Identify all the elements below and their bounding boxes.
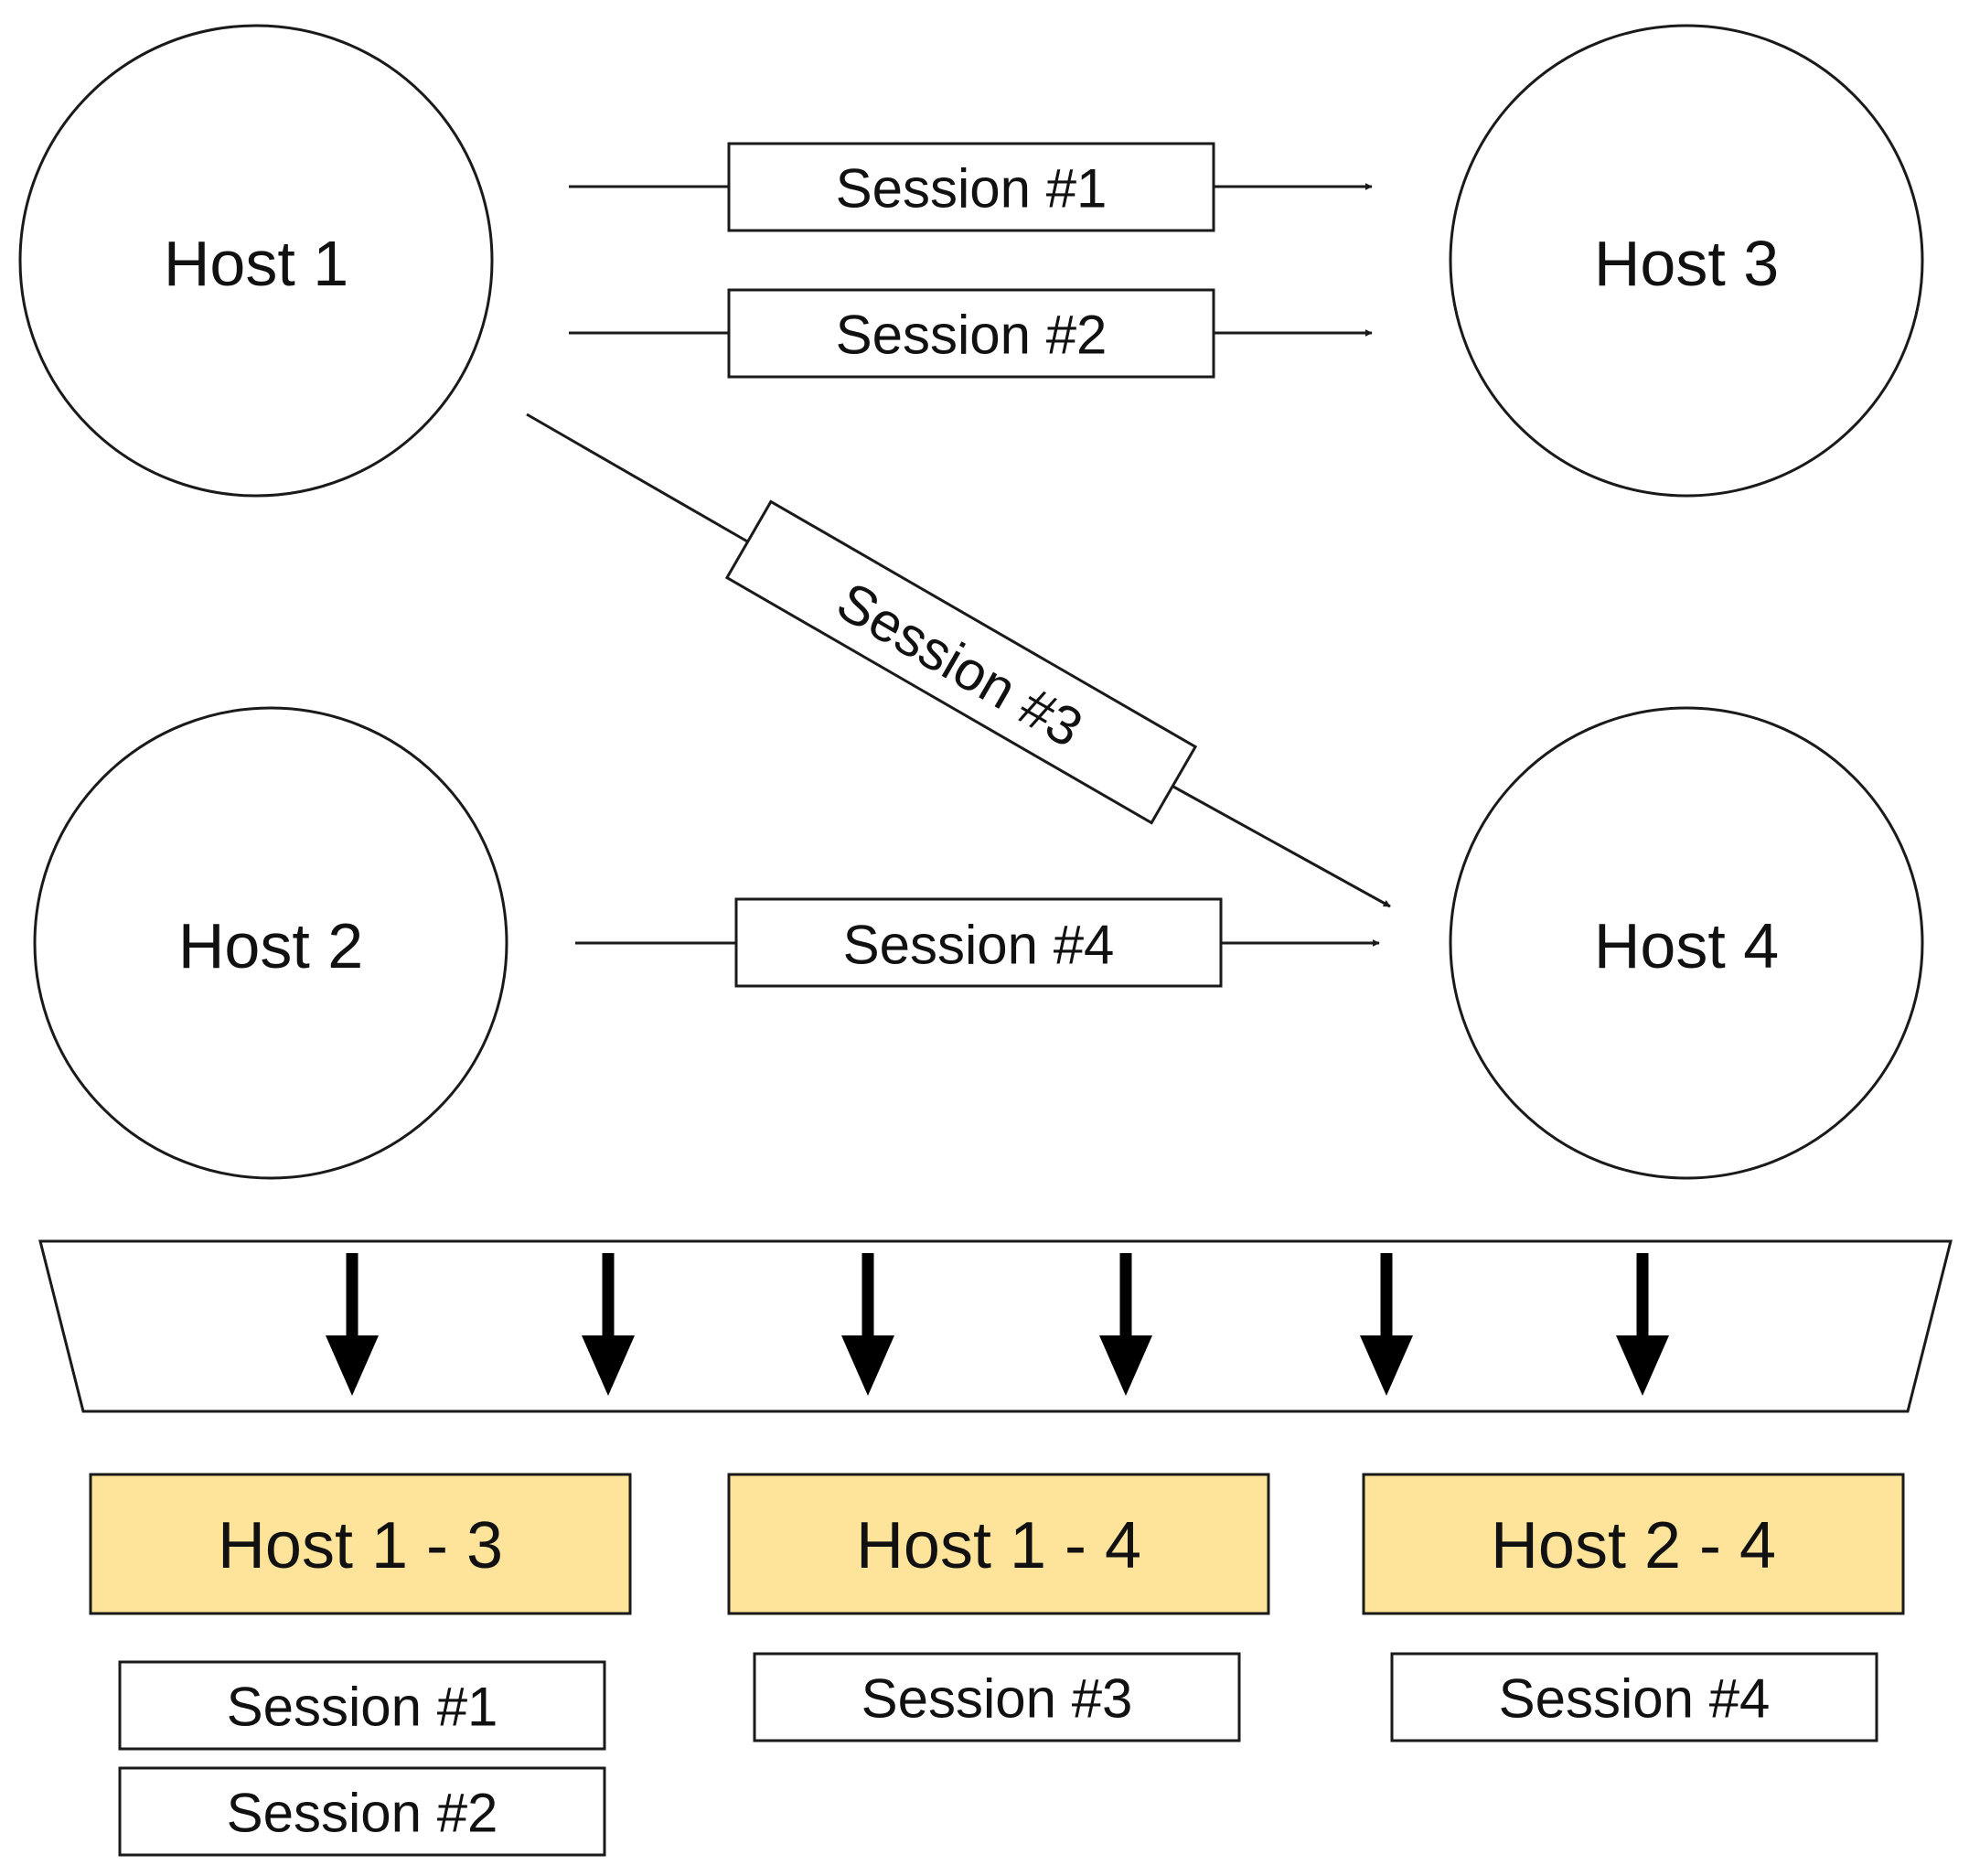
session-4-label: Session #4: [843, 915, 1115, 976]
funnel-down-arrow: [1616, 1253, 1669, 1396]
host-3-label: Host 3: [1594, 228, 1779, 299]
host-4-node: Host 4: [1449, 706, 1924, 1180]
host-1-node: Host 1: [18, 24, 494, 498]
session-3-connector: Session #3: [526, 413, 1391, 908]
host-3-node: Host 3: [1449, 24, 1924, 498]
funnel-down-arrow: [326, 1253, 379, 1396]
group-session-item: Session #4: [1499, 1668, 1771, 1730]
funnel-down-arrow: [1099, 1253, 1152, 1396]
group-title: Host 1 - 3: [218, 1509, 503, 1582]
group-host-2-4: Host 2 - 4 Session #4: [1362, 1473, 1905, 1742]
grouping-funnel: [38, 1239, 1953, 1413]
group-host-1-4: Host 1 - 4 Session #3: [727, 1473, 1270, 1742]
funnel-down-arrow: [841, 1253, 894, 1396]
funnel-down-arrow: [1360, 1253, 1413, 1396]
group-session-item: Session #1: [227, 1677, 498, 1738]
host-2-node: Host 2: [33, 706, 508, 1180]
session-2-label: Session #2: [836, 305, 1108, 366]
group-session-item: Session #3: [861, 1668, 1133, 1730]
funnel-down-arrow: [582, 1253, 635, 1396]
session-1-label: Session #1: [836, 158, 1108, 220]
session-2-connector: Session #2: [569, 288, 1373, 379]
session-4-connector: Session #4: [575, 897, 1380, 988]
group-title: Host 2 - 4: [1491, 1509, 1776, 1582]
group-host-1-3: Host 1 - 3 Session #1 Session #2: [89, 1473, 632, 1857]
session-1-connector: Session #1: [569, 142, 1373, 232]
group-title: Host 1 - 4: [856, 1509, 1141, 1582]
group-session-item: Session #2: [227, 1783, 498, 1844]
host-1-label: Host 1: [164, 228, 348, 299]
host-4-label: Host 4: [1594, 910, 1779, 981]
host-2-label: Host 2: [178, 910, 363, 981]
